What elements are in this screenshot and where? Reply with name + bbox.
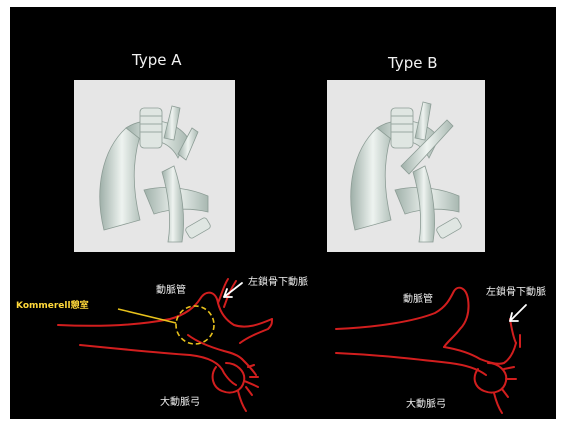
label-ductus-b: 動脈管 bbox=[403, 290, 433, 305]
label-aortic-arch-a: 大動脈弓 bbox=[160, 393, 200, 408]
arrow-left-subclavian-b bbox=[510, 305, 526, 321]
label-kommerell: Kommerell憩室 bbox=[16, 298, 89, 311]
slide-background: Type A Type B bbox=[10, 7, 556, 419]
kommerell-pointer-line bbox=[118, 309, 176, 323]
vessel-line-diagrams bbox=[10, 7, 556, 419]
label-left-subclavian-b: 左鎖骨下動脈 bbox=[486, 283, 546, 298]
label-ductus-a: 動脈管 bbox=[156, 281, 186, 296]
label-aortic-arch-b: 大動脈弓 bbox=[406, 395, 446, 410]
kommerell-highlight-circle bbox=[176, 306, 214, 344]
label-left-subclavian-a: 左鎖骨下動脈 bbox=[248, 273, 308, 288]
vessel-outline-type-a bbox=[58, 279, 272, 411]
